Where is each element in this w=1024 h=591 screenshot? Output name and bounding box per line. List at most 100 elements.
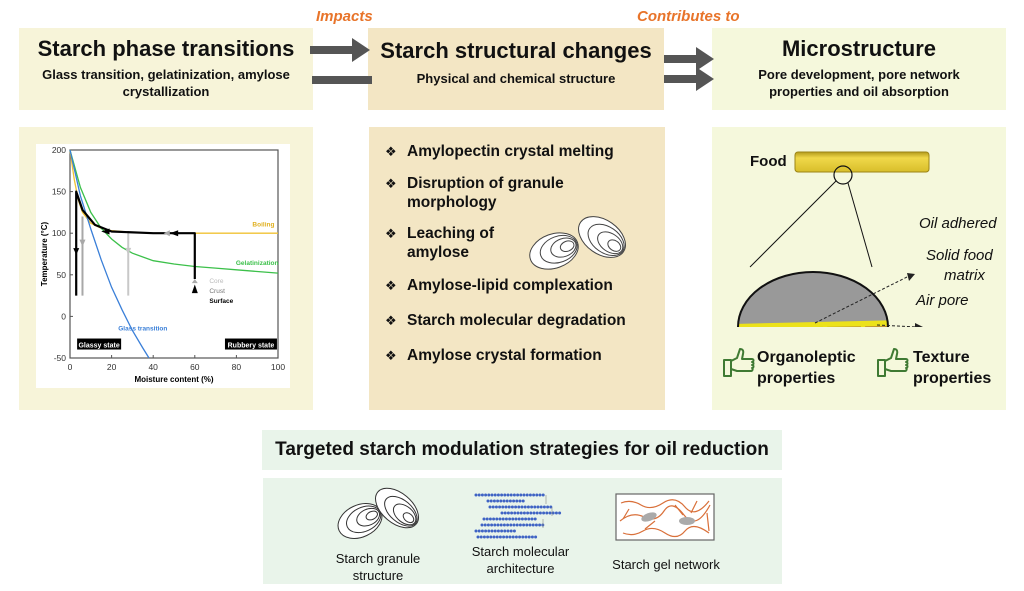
branch-links — [542, 495, 553, 528]
glucose-unit — [496, 499, 500, 503]
y-tick-label: -50 — [54, 353, 67, 363]
glucose-unit — [512, 493, 516, 497]
glucose-unit — [509, 529, 513, 533]
x-tick-label: 20 — [107, 362, 117, 372]
glucose-unit — [483, 523, 487, 527]
y-tick-label: 100 — [52, 228, 66, 238]
x-tick-label: 80 — [232, 362, 242, 372]
glucose-unit — [516, 493, 520, 497]
glucose-unit — [545, 511, 549, 515]
annotation-glass-transition: Glass transition — [118, 326, 167, 333]
strategies-title: Targeted starch modulation strategies fo… — [275, 439, 769, 460]
glucose-unit — [527, 517, 531, 521]
glucose-unit — [523, 505, 527, 509]
glucose-unit — [495, 517, 499, 521]
glucose-unit — [500, 511, 504, 515]
glucose-unit — [496, 493, 500, 497]
glucose-unit — [521, 535, 525, 539]
glucose-unit — [477, 529, 481, 533]
x-tick-label: 40 — [148, 362, 158, 372]
glucose-unit — [488, 505, 492, 509]
glucose-unit — [480, 493, 484, 497]
change-item: ❖Starch molecular degradation — [385, 312, 626, 329]
glucose-unit — [554, 511, 558, 515]
glucose-unit — [499, 523, 503, 527]
glucose-unit — [519, 493, 523, 497]
glucose-unit — [499, 499, 503, 503]
x-tick-label: 0 — [68, 362, 73, 372]
bullet-icon: ❖ — [385, 144, 397, 159]
glucose-unit — [485, 517, 489, 521]
glucose-unit — [514, 535, 518, 539]
glucose-unit — [526, 511, 530, 515]
glucose-unit — [512, 499, 516, 503]
glucose-unit — [514, 517, 518, 521]
annotation-gelatinization: Gelatinization — [236, 260, 279, 267]
arrow-contributes-1 — [664, 47, 714, 71]
glucose-unit — [498, 505, 502, 509]
phase-transitions-title: Starch phase transitions — [37, 36, 295, 61]
glucose-unit — [510, 511, 514, 515]
callout-solid-food-1: Solid food — [926, 247, 993, 264]
food-label: Food — [750, 153, 787, 170]
starch-granule-illustration — [529, 216, 626, 270]
glucose-unit — [558, 511, 562, 515]
molecular-architecture-icon — [474, 493, 562, 539]
glucose-unit — [480, 523, 484, 527]
glucose-unit — [532, 493, 536, 497]
y-axis-label: Temperature (°C) — [40, 221, 49, 286]
path-arrowhead-core — [163, 230, 170, 237]
glucose-unit — [513, 511, 517, 515]
glucose-unit — [517, 517, 521, 521]
glucose-unit — [541, 493, 545, 497]
glucose-unit — [491, 505, 495, 509]
glucose-unit — [525, 493, 529, 497]
glucose-unit — [484, 493, 488, 497]
thumbs-up-icon — [723, 348, 755, 377]
glucose-unit — [493, 493, 497, 497]
granule-structure-icon — [337, 487, 419, 539]
glucose-unit — [509, 523, 513, 527]
phase-transitions-box: Starch phase transitions Glass transitio… — [19, 28, 313, 110]
y-tick-label: 50 — [57, 270, 67, 280]
microstructure-panel: Food — [712, 127, 1006, 410]
callout-oil-adhered: Oil adhered — [919, 215, 997, 232]
glucose-unit — [492, 535, 496, 539]
glucose-unit — [516, 511, 520, 515]
strategies-title-box: Targeted starch modulation strategies fo… — [262, 430, 782, 470]
change-item: ❖Amylose-lipid complexation — [385, 277, 613, 294]
change-item: ❖Amylose crystal formation — [385, 347, 602, 364]
annotation-crust: Crust — [209, 288, 225, 295]
caption-granule-structure: Starch granule structure — [335, 551, 421, 583]
glucose-unit — [486, 523, 490, 527]
glucose-unit — [512, 523, 516, 527]
glucose-unit — [486, 499, 490, 503]
glucose-unit — [480, 529, 484, 533]
glucose-unit — [508, 517, 512, 521]
connector-label-contributes: Contributes to — [637, 8, 740, 25]
glucose-unit — [477, 493, 481, 497]
glucose-unit — [479, 535, 483, 539]
microstructure-subtitle-2: properties and oil absorption — [769, 84, 949, 99]
cooling-arrowhead — [125, 247, 132, 255]
change-item: ❖Amylopectin crystal melting — [385, 143, 614, 160]
cooling-arrowhead — [79, 239, 86, 247]
glucose-unit — [538, 523, 542, 527]
glucose-unit — [495, 535, 499, 539]
glucose-unit — [501, 517, 505, 521]
glucose-unit — [529, 511, 533, 515]
bullet-icon: ❖ — [385, 313, 397, 328]
property-texture: Texture properties — [876, 347, 991, 389]
glucose-unit — [510, 505, 514, 509]
glucose-unit — [486, 535, 490, 539]
annotation-surface: Surface — [209, 298, 233, 305]
thumbs-up-icon — [877, 348, 909, 377]
glucose-unit — [492, 499, 496, 503]
bullet-icon: ❖ — [385, 348, 397, 363]
series-gelatinization — [69, 149, 279, 274]
phase-transitions-subtitle-2: crystallization — [122, 84, 210, 99]
glucose-unit — [500, 529, 504, 533]
path-arrowhead — [191, 284, 198, 294]
